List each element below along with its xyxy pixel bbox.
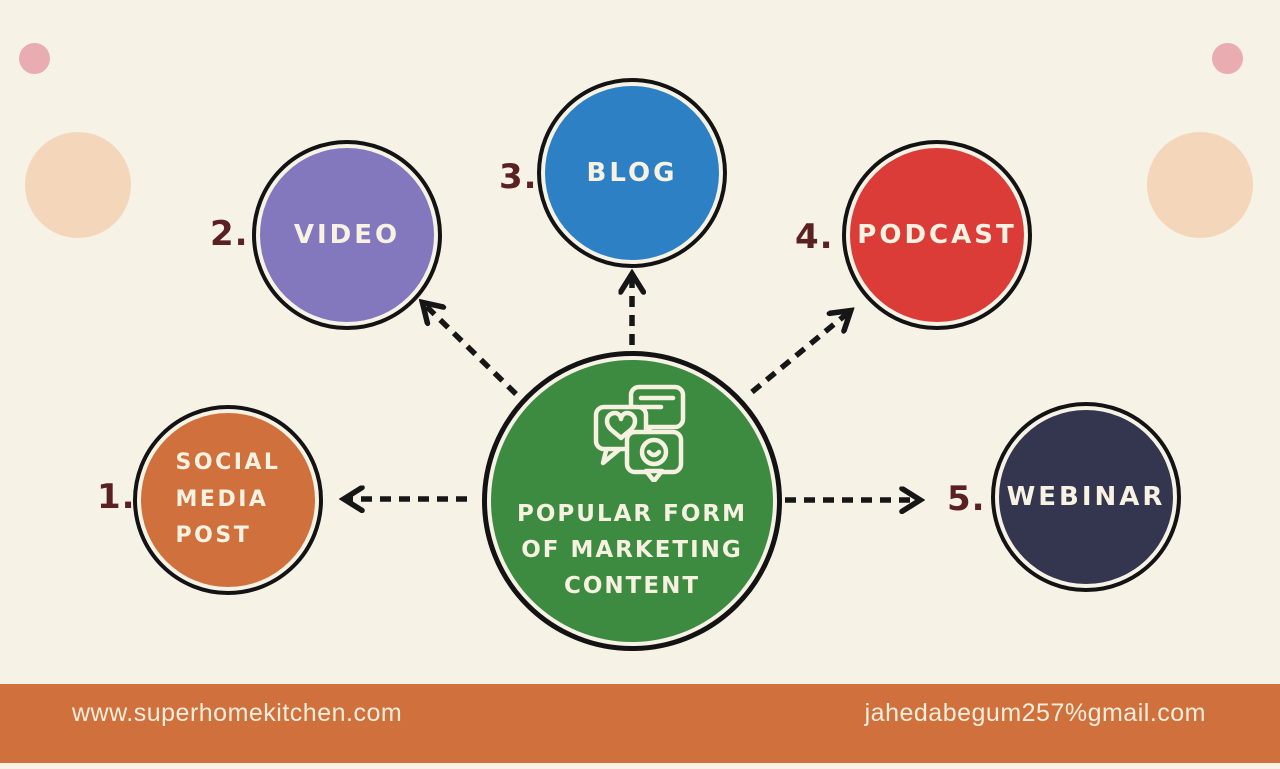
node-webinar-fill: WEBINAR [999, 410, 1173, 584]
decor-circle-top-right-small [1212, 43, 1243, 74]
item-number-3: 3. [499, 157, 538, 197]
node-social-media-post-fill: SOCIAL MEDIA POST [141, 413, 315, 587]
decor-circle-top-right-large [1147, 132, 1253, 238]
node-video-fill: VIDEO [260, 148, 434, 322]
arrow-to-video [424, 304, 518, 396]
footer-bar: www.superhomekitchen.com jahedabegum257%… [0, 684, 1280, 763]
node-video-label: VIDEO [293, 220, 401, 250]
item-number-4: 4. [795, 217, 834, 257]
node-podcast-fill: PODCAST [850, 148, 1024, 322]
node-webinar: WEBINAR [991, 402, 1181, 592]
node-blog-label: BLOG [586, 158, 678, 188]
item-number-5: 5. [947, 479, 986, 519]
node-podcast-label: PODCAST [857, 220, 1017, 250]
node-blog: BLOG [537, 78, 727, 268]
footer-website: www.superhomekitchen.com [72, 699, 403, 727]
item-number-1: 1. [97, 477, 136, 517]
node-social-media-post: SOCIAL MEDIA POST [133, 405, 323, 595]
node-blog-fill: BLOG [545, 86, 719, 260]
center-title: POPULAR FORM OF MARKETING CONTENT [517, 501, 747, 599]
decor-circle-top-left-small [19, 43, 50, 74]
chat-messages-icon [593, 384, 686, 482]
node-video: VIDEO [252, 140, 442, 330]
node-social-media-post-label: SOCIAL MEDIA POST [175, 449, 281, 549]
node-center: POPULAR FORM OF MARKETING CONTENT [482, 351, 782, 651]
decor-circle-top-left-large [25, 132, 131, 238]
arrow-to-podcast [750, 312, 849, 395]
node-webinar-label: WEBINAR [1006, 482, 1166, 512]
footer-email: jahedabegum257%gmail.com [864, 699, 1206, 727]
item-number-2: 2. [210, 214, 249, 254]
node-podcast: PODCAST [842, 140, 1032, 330]
node-center-fill: POPULAR FORM OF MARKETING CONTENT [491, 360, 773, 642]
